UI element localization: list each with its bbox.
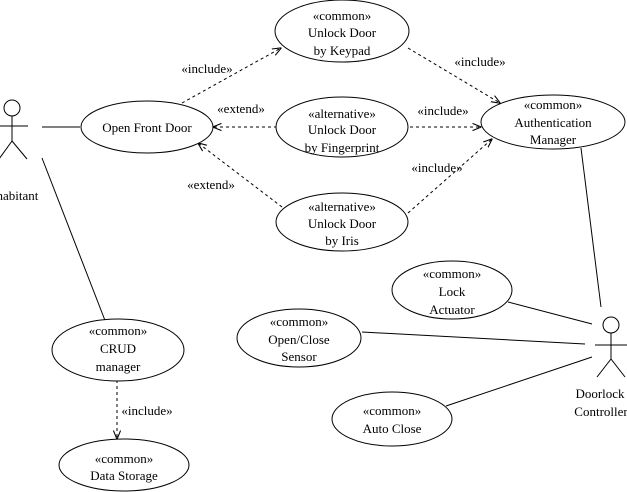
associations <box>41 126 602 407</box>
use-case-crud-manager-line-3: manager <box>96 359 141 374</box>
use-case-authentication-manager-line-3: Manager <box>530 132 577 147</box>
use-case-crud-manager[interactable]: «common» CRUD manager <box>51 318 185 382</box>
use-case-open-close-sensor-line-1: «common» <box>270 314 329 329</box>
use-case-keypad-line-1: «common» <box>313 8 372 23</box>
use-case-lock-actuator-line-3: Actuator <box>429 302 475 317</box>
dep-iris-auth <box>407 139 492 214</box>
use-case-open-close-sensor-line-2: Open/Close <box>268 332 330 347</box>
use-case-authentication-manager[interactable]: «common» Authentication Manager <box>480 94 626 150</box>
use-case-lock-actuator-line-2: Lock <box>439 284 466 299</box>
stick-figure-icon <box>595 316 627 378</box>
use-case-keypad-line-3: by Keypad <box>314 43 371 58</box>
label-front-keypad: «include» <box>181 61 232 76</box>
actor-inhabitant[interactable]: Inhabitant <box>0 99 39 203</box>
use-case-crud-manager-line-1: «common» <box>89 323 148 338</box>
assoc-inhabitant-crud <box>41 157 107 324</box>
label-finger-auth: «include» <box>417 103 468 118</box>
use-case-fingerprint-line-3: by Fingerprint <box>305 140 380 155</box>
use-case-keypad-line-2: Unlock Door <box>308 25 377 40</box>
use-case-lock-actuator[interactable]: «common» Lock Actuator <box>391 260 513 320</box>
dep-front-keypad <box>181 48 281 104</box>
label-iris-front: «extend» <box>187 177 235 192</box>
use-case-open-close-sensor[interactable]: «common» Open/Close Sensor <box>236 308 362 368</box>
assoc-controller-autoclose <box>445 356 593 407</box>
actor-doorlock-controller-line-2: Controller <box>574 404 627 419</box>
relation-labels: «include» «include» «extend» «include» «… <box>121 54 505 418</box>
actor-doorlock-controller-line-1: Doorlock <box>575 386 625 401</box>
use-case-open-front-door[interactable]: Open Front Door <box>80 100 214 154</box>
dep-iris-front <box>198 143 283 208</box>
use-case-crud-manager-line-2: CRUD <box>100 341 136 356</box>
label-crud-storage: «include» <box>121 403 172 418</box>
use-case-iris-line-2: Unlock Door <box>308 216 377 231</box>
use-case-fingerprint-line-2: Unlock Door <box>308 122 377 137</box>
use-case-auto-close-line-2: Auto Close <box>363 421 422 436</box>
use-case-data-storage[interactable]: «common» Data Storage <box>58 438 190 492</box>
use-case-lock-actuator-line-1: «common» <box>423 266 482 281</box>
label-keypad-auth: «include» <box>454 54 505 69</box>
use-case-data-storage-line-2: Data Storage <box>90 468 158 483</box>
use-case-authentication-manager-line-2: Authentication <box>514 115 592 130</box>
dependencies <box>117 48 500 439</box>
label-iris-auth: «include» <box>411 160 462 175</box>
assoc-controller-auth <box>580 147 602 308</box>
stick-figure-icon <box>0 99 28 160</box>
use-case-authentication-manager-line-1: «common» <box>524 97 583 112</box>
use-case-iris-line-1: «alternative» <box>308 199 376 214</box>
use-case-open-front-door-line-1: Open Front Door <box>102 120 192 135</box>
actor-inhabitant-label: Inhabitant <box>0 188 39 203</box>
use-case-keypad[interactable]: «common» Unlock Door by Keypad <box>274 0 410 63</box>
use-case-auto-close[interactable]: «common» Auto Close <box>331 391 453 447</box>
use-case-iris[interactable]: «alternative» Unlock Door by Iris <box>275 192 409 252</box>
assoc-controller-lock <box>507 301 593 325</box>
use-case-fingerprint-line-1: «alternative» <box>308 106 376 121</box>
use-case-iris-line-3: by Iris <box>325 233 359 248</box>
label-finger-front: «extend» <box>217 101 265 116</box>
use-case-data-storage-line-1: «common» <box>95 451 154 466</box>
actor-doorlock-controller[interactable]: Doorlock Controller <box>574 316 627 419</box>
use-case-auto-close-line-1: «common» <box>363 403 422 418</box>
assoc-controller-sensor <box>361 331 586 345</box>
use-case-fingerprint[interactable]: «alternative» Unlock Door by Fingerprint <box>275 96 409 158</box>
use-case-open-close-sensor-line-3: Sensor <box>281 349 317 364</box>
